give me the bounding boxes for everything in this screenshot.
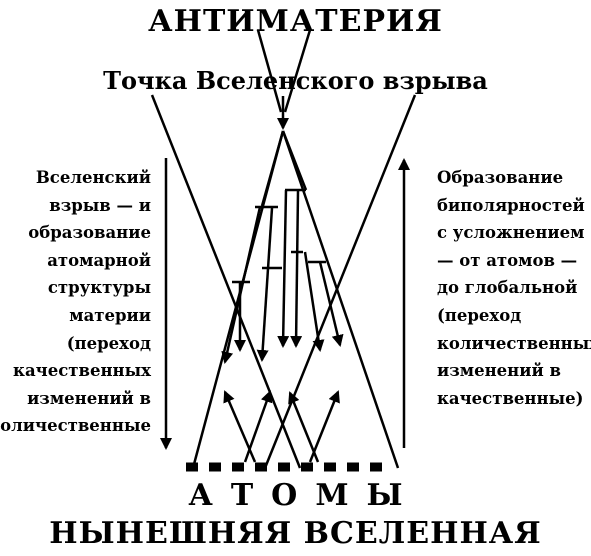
right-caption-line: Образование [437, 168, 564, 187]
down-arrow [277, 189, 290, 348]
branch-segment [281, 130, 308, 191]
down-arrow [221, 206, 262, 364]
down-arrow [318, 261, 344, 347]
outer-line-right [263, 94, 417, 469]
right-caption-line: качественные) [437, 388, 584, 408]
explosion-point-label: Точка Вселенского взрыва [103, 66, 488, 95]
right-caption-line: биполярностей [437, 195, 585, 215]
right-caption-line: до глобальной [437, 278, 578, 298]
left-caption-line: (переход [66, 333, 151, 353]
left-caption-line: структуры [47, 278, 151, 298]
branch-segment [260, 130, 285, 207]
atoms-label: АТОМЫ [188, 478, 421, 513]
left-caption-line: количественные [0, 416, 151, 436]
left-caption-line: атомарной [47, 250, 151, 270]
left-caption-line: качественных [13, 361, 151, 381]
right-caption-line: с усложнением [437, 223, 585, 243]
down-arrow [290, 190, 303, 348]
left-caption: Вселенский взрыв — и образование атомарн… [0, 164, 151, 440]
left-caption-line: изменений в [27, 388, 151, 408]
up-arrow [223, 390, 257, 463]
down-arrow [256, 207, 274, 362]
left-caption-line: взрыв — и [49, 195, 151, 215]
cone-line-right [281, 130, 400, 469]
up-arrow [308, 390, 340, 463]
right-caption: Образование биполярностей с усложнением … [437, 164, 591, 412]
right-caption-line: (переход [437, 305, 522, 325]
right-caption-line: количественных [437, 333, 591, 353]
left-caption-line: Вселенский [35, 168, 151, 187]
outer-line-left [150, 94, 302, 469]
current-universe-title: НЫНЕШНЯЯ ВСЕЛЕННАЯ [49, 516, 542, 551]
down-arrow [303, 251, 325, 352]
left-caption-line: материи [69, 305, 151, 325]
up-arrow [243, 390, 273, 463]
right-caption-line: изменений в [437, 361, 561, 381]
right-caption-line: — от атомов — [437, 250, 578, 270]
antimatter-line-left [256, 29, 283, 113]
left-caption-line: образование [28, 223, 151, 243]
antimatter-title: АНТИМАТЕРИЯ [148, 4, 443, 39]
antimatter-line-right [283, 29, 312, 113]
